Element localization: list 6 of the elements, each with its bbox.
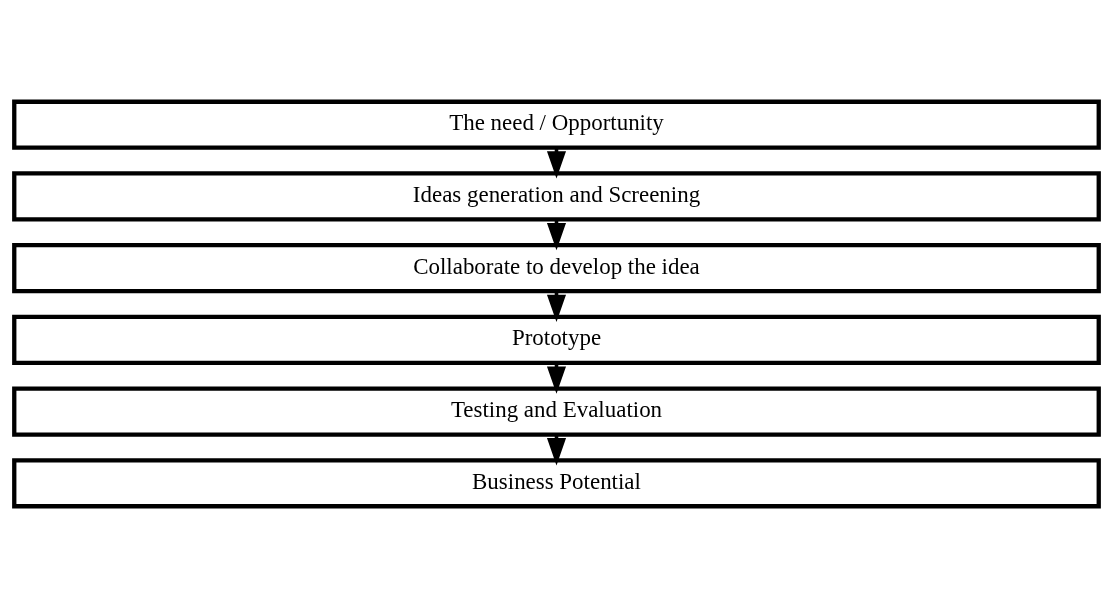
node-box: Ideas generation and Screening: [12, 171, 1101, 222]
node-box: Testing and Evaluation: [12, 386, 1101, 437]
node-box: Business Potential: [12, 458, 1101, 509]
node-box: The need / Opportunity: [12, 99, 1101, 150]
node-box: Prototype: [12, 314, 1101, 365]
node-box: Collaborate to develop the idea: [12, 243, 1101, 294]
